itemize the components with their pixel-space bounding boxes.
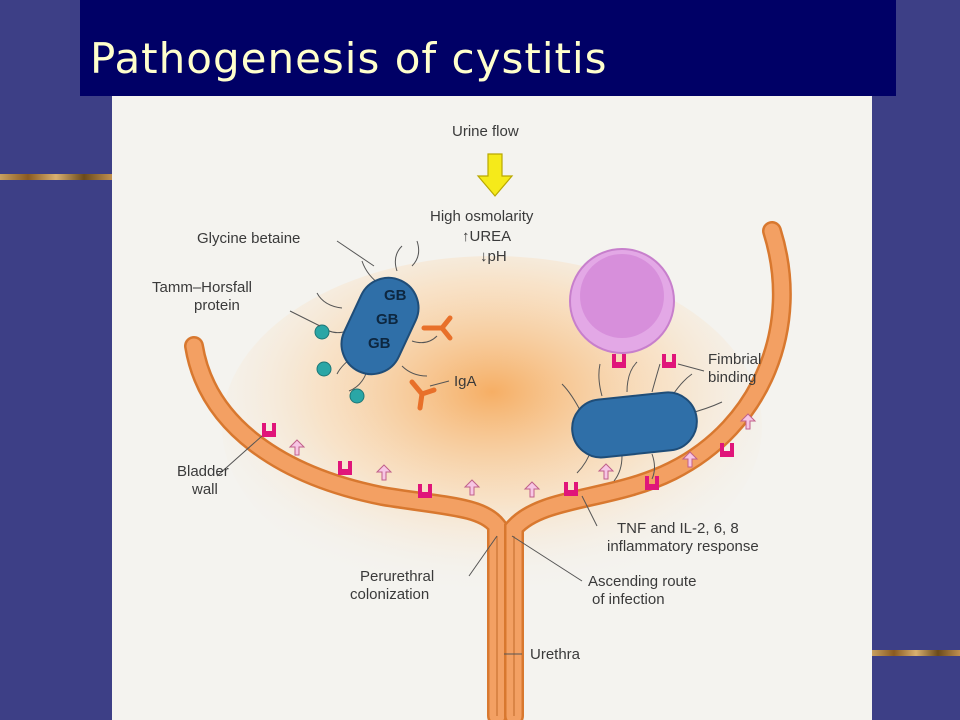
cytokine-arrow (463, 479, 481, 496)
label-bladder-2: wall (191, 481, 218, 498)
cytokine-arrow (375, 464, 393, 481)
cytokine-arrow (739, 413, 757, 430)
cytokine-arrow (523, 481, 541, 498)
left-decorative-stripe (0, 174, 112, 180)
slide-title: Pathogenesis of cystitis (90, 34, 608, 83)
label-ascending-1: Ascending route (588, 573, 696, 590)
urine-flow-arrow (476, 153, 514, 197)
iga-molecules (409, 315, 453, 411)
gb-label: GB (368, 335, 391, 352)
bladder-wall (184, 221, 792, 720)
label-perurethral-2: colonization (350, 586, 429, 603)
gb-label: GB (384, 287, 407, 304)
receptor (645, 476, 659, 490)
receptor (720, 443, 734, 457)
label-ascending-2: of infection (592, 591, 665, 608)
receptor (262, 423, 276, 437)
receptor (564, 482, 578, 496)
label-iga: IgA (454, 373, 477, 390)
label-urethra: Urethra (530, 646, 581, 663)
label-fimbrial-2: binding (708, 369, 756, 386)
label-fimbrial-1: Fimbrial (708, 351, 761, 368)
title-bar: Pathogenesis of cystitis (80, 0, 896, 96)
cytokine-arrows (288, 413, 757, 498)
label-tnf-1: TNF and IL-2, 6, 8 (617, 520, 739, 537)
cytokine-arrow (681, 451, 699, 468)
label-high-osmolarity: High osmolarity (430, 208, 534, 225)
receptor (418, 484, 432, 498)
receptor (338, 461, 352, 475)
label-urine-flow: Urine flow (452, 123, 519, 140)
cystitis-diagram: GB GB GB Urine flow Hig (152, 123, 792, 720)
gb-label: GB (376, 311, 399, 328)
label-bladder-1: Bladder (177, 463, 229, 480)
figure-panel: GB GB GB Urine flow Hig (112, 96, 872, 720)
cytokine-arrow (288, 439, 306, 456)
label-tnf-2: inflammatory response (607, 538, 759, 555)
cytokine-arrow (597, 463, 615, 480)
label-tamm-horsfall-1: Tamm–Horsfall (152, 279, 252, 296)
label-ph: ↓pH (480, 248, 507, 265)
label-tamm-horsfall-2: protein (194, 297, 240, 314)
receptor (612, 354, 626, 368)
tamm-horsfall-protein (314, 324, 365, 404)
attached-bacterium (561, 361, 723, 482)
leukocyte (569, 248, 675, 354)
label-perurethral-1: Perurethral (360, 568, 434, 585)
label-urea: ↑UREA (462, 228, 511, 245)
receptor (662, 354, 676, 368)
label-glycine-betaine: Glycine betaine (197, 230, 300, 247)
leader-lines (216, 240, 705, 655)
right-decorative-stripe (872, 650, 960, 656)
free-bacterium: GB GB GB (316, 240, 438, 392)
